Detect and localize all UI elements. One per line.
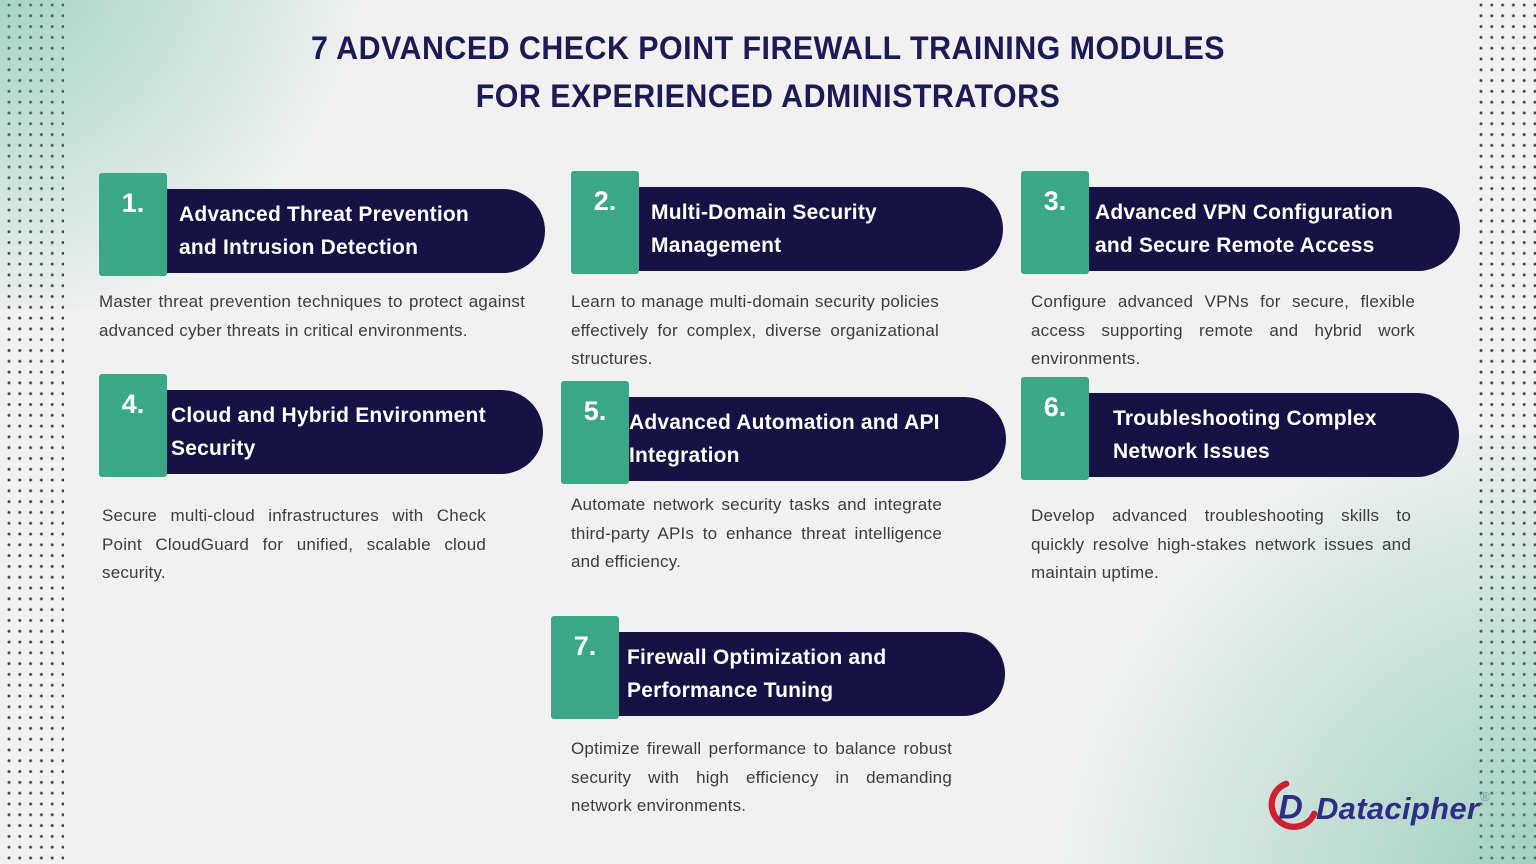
svg-text:D: D xyxy=(1278,789,1302,827)
datacipher-d-icon: D xyxy=(1262,777,1320,840)
module-4-title-pill: Cloud and Hybrid Environment Security xyxy=(149,390,543,474)
module-3-number: 3. xyxy=(1043,186,1067,216)
datacipher-wordmark: Datacipher xyxy=(1316,790,1480,826)
module-5-description: Automate network security tasks and inte… xyxy=(571,495,942,571)
module-2-title-pill: Multi-Domain Security Management xyxy=(621,187,1003,271)
module-4-description: Secure multi-cloud infrastructures with … xyxy=(102,506,486,582)
module-7-description: Optimize firewall performance to balance… xyxy=(571,739,952,815)
module-7-title-line-1: Firewall Optimization and xyxy=(627,646,887,669)
module-5-title: Advanced Automation and API Integration xyxy=(611,406,976,472)
module-6-number-badge: 6. xyxy=(1021,377,1089,480)
datacipher-logo: D Datacipher ® xyxy=(1262,777,1490,840)
module-7-number-badge: 7. xyxy=(551,616,619,719)
module-3-number-badge: 3. xyxy=(1021,171,1089,274)
module-1-title-line-2: and Intrusion Detection xyxy=(179,236,419,259)
module-3-title: Advanced VPN Configuration and Secure Re… xyxy=(1071,196,1429,262)
registered-trademark-symbol: ® xyxy=(1480,789,1490,804)
module-card-2: Multi-Domain Security Management 2. xyxy=(571,171,1003,274)
module-6-title: Troubleshooting Complex Network Issues xyxy=(1071,402,1413,468)
module-5-title-line-2: Integration xyxy=(629,444,740,467)
module-6-title-line-2: Network Issues xyxy=(1113,440,1270,463)
module-3-title-line-1: Advanced VPN Configuration xyxy=(1095,201,1394,224)
module-6-number: 6. xyxy=(1043,392,1067,422)
module-card-5: Advanced Automation and API Integration … xyxy=(561,381,1006,484)
page-title: 7 ADVANCED CHECK POINT FIREWALL TRAINING… xyxy=(38,24,1497,120)
module-4-title-line-1: Cloud and Hybrid Environment xyxy=(171,404,486,427)
module-6-title-line-1: Troubleshooting Complex xyxy=(1113,407,1377,430)
module-6-title-pill: Troubleshooting Complex Network Issues xyxy=(1071,393,1459,477)
module-5-number: 5. xyxy=(583,396,607,426)
module-4-title: Cloud and Hybrid Environment Security xyxy=(149,399,522,465)
dot-pattern-right xyxy=(1478,2,1536,864)
module-1-title-line-1: Advanced Threat Prevention xyxy=(179,203,469,226)
module-2-title-line-2: Management xyxy=(651,234,782,257)
module-4-number-badge: 4. xyxy=(99,374,167,477)
module-card-6: Troubleshooting Complex Network Issues 6… xyxy=(1021,377,1459,480)
module-card-1: Advanced Threat Prevention and Intrusion… xyxy=(99,173,545,276)
module-2-number: 2. xyxy=(593,186,617,216)
module-card-4: Cloud and Hybrid Environment Security 4. xyxy=(99,374,543,477)
module-1-title-pill: Advanced Threat Prevention and Intrusion… xyxy=(149,189,545,273)
module-5-number-badge: 5. xyxy=(561,381,629,484)
module-4-number: 4. xyxy=(121,389,145,419)
module-card-3: Advanced VPN Configuration and Secure Re… xyxy=(1021,171,1460,274)
module-5-title-pill: Advanced Automation and API Integration xyxy=(611,397,1006,481)
module-2-description: Learn to manage multi-domain security po… xyxy=(571,292,939,368)
module-1-number: 1. xyxy=(121,188,145,218)
module-1-description: Master threat prevention techniques to p… xyxy=(99,292,525,340)
module-6-description: Develop advanced troubleshooting skills … xyxy=(1031,506,1411,582)
module-3-title-line-2: and Secure Remote Access xyxy=(1095,234,1375,257)
module-3-title-pill: Advanced VPN Configuration and Secure Re… xyxy=(1071,187,1460,271)
module-7-title-line-2: Performance Tuning xyxy=(627,679,834,702)
dot-pattern-left xyxy=(6,2,64,864)
module-7-title: Firewall Optimization and Performance Tu… xyxy=(601,641,922,707)
module-2-title-line-1: Multi-Domain Security xyxy=(651,201,877,224)
module-2-number-badge: 2. xyxy=(571,171,639,274)
module-3-description: Configure advanced VPNs for secure, flex… xyxy=(1031,292,1415,368)
page-title-line-1: 7 ADVANCED CHECK POINT FIREWALL TRAINING… xyxy=(311,30,1225,66)
module-1-number-badge: 1. xyxy=(99,173,167,276)
page-title-line-2: FOR EXPERIENCED ADMINISTRATORS xyxy=(475,78,1061,114)
module-7-title-pill: Firewall Optimization and Performance Tu… xyxy=(601,632,1005,716)
module-7-number: 7. xyxy=(573,631,597,661)
module-5-title-line-1: Advanced Automation and API xyxy=(629,411,940,434)
module-2-title: Multi-Domain Security Management xyxy=(621,196,913,262)
module-4-title-line-2: Security xyxy=(171,437,256,460)
module-1-title: Advanced Threat Prevention and Intrusion… xyxy=(149,198,505,264)
module-card-7: Firewall Optimization and Performance Tu… xyxy=(551,616,1005,719)
